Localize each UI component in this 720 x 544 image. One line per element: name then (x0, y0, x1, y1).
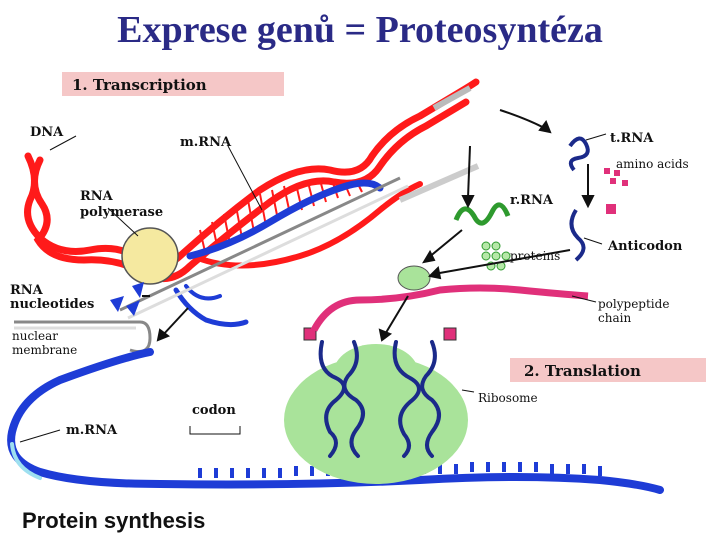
label-anticodon: Anticodon (607, 239, 683, 254)
ribosome-subunit (397, 265, 431, 291)
footer-protein-synthesis: Protein synthesis (22, 508, 205, 533)
label-rna-polymerase-2: polymerase (80, 205, 163, 220)
diagram-canvas: 1. Transcription 2. Translation (7, 72, 706, 533)
label-nuclear-membrane-2: membrane (12, 343, 77, 357)
label-nuclear-membrane-1: nuclear (12, 329, 58, 343)
mrna-bottom-strand (7, 348, 664, 494)
transcription-header-text: 1. Transcription (72, 76, 207, 94)
page-title: Exprese genů = Proteosyntéza (117, 9, 603, 51)
label-dna: DNA (30, 125, 64, 140)
label-rna-polymerase-1: RNA (80, 189, 114, 204)
protein-synthesis-diagram: 1. Transcription 2. Translation (0, 60, 720, 540)
process-arrows (142, 109, 595, 342)
label-rna-nucleotides-2: nucleotides (10, 297, 94, 312)
leader-lines (19, 133, 607, 443)
rna-polymerase (121, 227, 179, 285)
trna-icon (568, 136, 590, 172)
trna-amino-block (606, 204, 616, 214)
label-mrna-top: m.RNA (180, 135, 232, 150)
label-rna-nucleotides-1: RNA (10, 283, 44, 298)
trna-on-ribosome (318, 340, 441, 458)
label-trna: t.RNA (610, 131, 654, 146)
translation-header-text: 2. Translation (524, 362, 641, 380)
codon-bracket (189, 426, 241, 435)
dna-rungs (199, 179, 363, 257)
translation-header: 2. Translation (510, 358, 706, 382)
rrna-squiggle (453, 202, 511, 226)
label-rrna: r.RNA (510, 193, 554, 208)
label-polypeptide-1: polypeptide (598, 297, 669, 311)
amino-acid-blocks (303, 327, 457, 341)
rna-nucleotides (110, 282, 144, 316)
label-polypeptide-2: chain (598, 311, 631, 325)
label-codon: codon (192, 403, 236, 418)
polypeptide-chain (310, 284, 589, 332)
label-proteins: proteins (510, 249, 560, 263)
trna-anticodon-icon (569, 208, 586, 262)
label-mrna-bottom: m.RNA (66, 423, 118, 438)
label-amino-acids: amino acids (616, 157, 689, 171)
amino-acid-dots (604, 168, 628, 186)
transcription-header: 1. Transcription (62, 72, 284, 96)
label-ribosome: Ribosome (478, 391, 538, 405)
